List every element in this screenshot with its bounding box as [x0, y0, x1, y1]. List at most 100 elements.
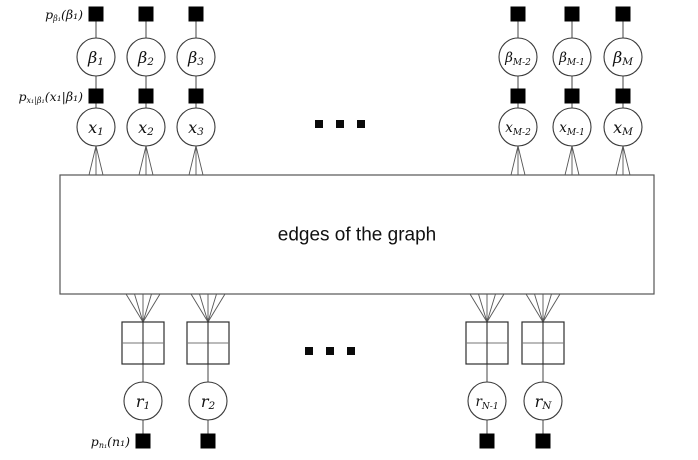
noise-prior-factor-3: [535, 433, 551, 449]
beta-node-label: β1: [87, 48, 104, 69]
ellipsis-layer: [305, 120, 365, 355]
conditional-factor-x-3: [510, 88, 526, 104]
fan-box-to-grid-0-1: [134, 293, 144, 323]
beta-node-label: β3: [187, 48, 204, 69]
noise-prior-factor-2: [479, 433, 495, 449]
r-node-label: r1: [136, 392, 150, 413]
fan-box-to-grid-0-3: [142, 293, 152, 323]
beta-node-circle: [603, 37, 643, 77]
ellipsis-top: [315, 120, 365, 128]
variable-node-beta-4: βM-1: [552, 37, 592, 77]
variable-node-beta-3: βM-2: [498, 37, 538, 77]
fan-box-to-grid-3-3: [542, 293, 552, 323]
fan-box-to-grid-1-4: [207, 293, 226, 323]
edges-box-layer: edges of the graph: [59, 174, 655, 295]
prior-beta-pdf-label: pβ₁(β₁): [45, 7, 83, 24]
fan-box-to-grid-0-0: [125, 293, 144, 323]
variable-node-x-3: xM-2: [498, 107, 538, 147]
text-layer: pβ₁(β₁) px₁|β₁(x₁|β₁) pn₁(n₁): [18, 7, 130, 451]
fan-x-to-box-5-0: [615, 145, 624, 176]
prior-factor-beta-4: [564, 6, 580, 22]
conditional-x-pdf-label: px₁|β₁(x₁|β₁): [18, 89, 83, 106]
beta-node-label: βM-2: [504, 50, 531, 68]
conditional-factor-x-2: [188, 88, 204, 104]
prior-noise-pdf-label: pn₁(n₁): [91, 434, 130, 451]
x-node-label: xM-2: [505, 120, 531, 138]
edges-of-the-graph-box: [59, 174, 655, 295]
r-node-label: r2: [201, 392, 216, 413]
conditional-factor-x-5: [615, 88, 631, 104]
grid-factor-2: [465, 321, 509, 365]
fan-x-to-box-3-0: [510, 145, 519, 176]
fan-x-to-box-1-2: [145, 145, 154, 176]
ellipsis-bottom-dot-0: [305, 347, 313, 355]
conditional-factor-x-4: [564, 88, 580, 104]
grid-factor-3: [521, 321, 565, 365]
fan-x-to-box-5-2: [622, 145, 631, 176]
variable-node-beta-2: β3: [176, 37, 216, 77]
fan-edges-layer: [88, 145, 631, 323]
variable-nodes-layer: β1 x1 β2 x2 β3 x3 βM-2 xM-2 βM-1 xM-1 βM xM r1 r2 rN-1…: [76, 37, 643, 421]
fan-x-to-box-2-2: [195, 145, 204, 176]
x-node-circle: [603, 107, 643, 147]
variable-node-r-2: rN-1: [467, 381, 507, 421]
fan-box-to-grid-1-0: [190, 293, 209, 323]
variable-node-r-0: r1: [123, 381, 163, 421]
variable-node-x-2: x3: [176, 107, 216, 147]
ellipsis-bottom-dot-2: [347, 347, 355, 355]
fan-x-to-box-0-2: [95, 145, 104, 176]
x-node-circle: [76, 107, 116, 147]
factor-nodes-layer: [88, 6, 631, 449]
beta-node-circle: [498, 37, 538, 77]
grid-factor-1: [186, 321, 230, 365]
x-node-circle: [552, 107, 592, 147]
ellipsis-bottom-dot-1: [326, 347, 334, 355]
fan-x-to-box-3-2: [517, 145, 526, 176]
fan-x-to-box-0-0: [88, 145, 97, 176]
variable-node-r-1: r2: [188, 381, 228, 421]
x-node-label: x2: [138, 118, 154, 139]
beta-node-label: β2: [137, 48, 154, 69]
prior-factor-beta-1: [138, 6, 154, 22]
variable-node-x-4: xM-1: [552, 107, 592, 147]
fan-box-to-grid-2-0: [469, 293, 488, 323]
x-node-circle: [126, 107, 166, 147]
variable-node-beta-5: βM: [603, 37, 643, 77]
ellipsis-bottom: [305, 347, 355, 355]
r-node-circle: [523, 381, 563, 421]
x-node-circle: [498, 107, 538, 147]
fan-x-to-box-1-0: [138, 145, 147, 176]
x-node-label: xM-1: [559, 120, 585, 138]
variable-node-x-0: x1: [76, 107, 116, 147]
grid-factor-0: [121, 321, 165, 365]
prior-factor-beta-0: [88, 6, 104, 22]
variable-node-r-3: rN: [523, 381, 563, 421]
prior-factor-beta-2: [188, 6, 204, 22]
noise-prior-factor-1: [200, 433, 216, 449]
prior-factor-beta-5: [615, 6, 631, 22]
fan-box-to-grid-1-3: [207, 293, 217, 323]
beta-node-label: βM-1: [558, 50, 585, 68]
ellipsis-top-dot-1: [336, 120, 344, 128]
x-node-label: x1: [88, 118, 104, 139]
r-node-label: rN-1: [475, 394, 498, 412]
fan-x-to-box-4-2: [571, 145, 580, 176]
grid-factors-layer: [121, 321, 565, 365]
variable-node-x-1: x2: [126, 107, 166, 147]
variable-node-x-5: xM: [603, 107, 643, 147]
fan-x-to-box-2-0: [188, 145, 197, 176]
fan-box-to-grid-1-1: [199, 293, 209, 323]
fan-box-to-grid-2-4: [486, 293, 505, 323]
r-node-circle: [467, 381, 507, 421]
ellipsis-top-dot-2: [357, 120, 365, 128]
conditional-factor-x-1: [138, 88, 154, 104]
fan-box-to-grid-0-4: [142, 293, 161, 323]
beta-node-circle: [176, 37, 216, 77]
fan-box-to-grid-2-3: [486, 293, 496, 323]
r-node-label: rN: [535, 392, 553, 413]
beta-node-label: βM: [612, 48, 633, 69]
fan-x-to-box-4-0: [564, 145, 573, 176]
beta-node-circle: [552, 37, 592, 77]
beta-node-circle: [76, 37, 116, 77]
